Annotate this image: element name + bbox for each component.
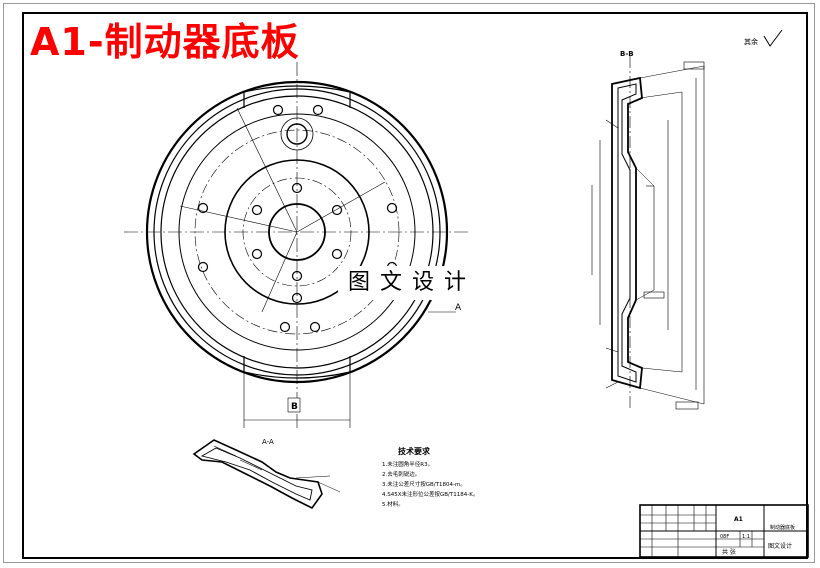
leader-line [605,119,619,129]
technical-requirements: 技术要求 1.未注圆角半径R3。 2.去毛刺锐边。 3.未注公差尺寸按GB/T1… [382,446,478,508]
detail-view-label: A-A [262,438,274,446]
hub-pitch-circle [242,177,352,287]
title-block-unit: 图文设计 [768,542,792,550]
extension-line [639,91,683,99]
surface-finish-label: 其余 [744,37,758,46]
title-block-scale: 1:1 [742,534,750,540]
section-mark-b: B [291,402,298,412]
detail-profile-inner [200,447,313,501]
tech-req-item: 3.未注公差尺寸按GB/T1804-m。 [382,480,466,488]
hub-hole [251,204,263,216]
top-hole-right [312,104,324,116]
tech-req-item: 5.材料。 [382,500,404,508]
top-pad [243,85,351,108]
leader-line [236,107,298,233]
extension-line [639,65,705,79]
drawing-title: A1-制动器底板 [30,20,300,64]
top-hole-boss [280,117,314,151]
tech-req-heading: 技术要求 [398,446,431,456]
bottom-hole-center [291,292,303,304]
outer-rim [145,80,449,384]
callout-box [675,401,699,410]
leader-line [605,381,619,389]
detail-view [192,439,341,510]
title-block-drawing-no: 制动器底板 [770,524,795,531]
side-hole-left [197,202,209,214]
detail-profile-outer [192,439,323,510]
hub-hole [291,182,303,194]
tech-req-item: 2.去毛刺锐边。 [382,470,420,478]
hub-hole [251,248,263,260]
step-circle [178,113,416,351]
section-view [591,56,705,410]
front-view [124,62,470,428]
extension-line [639,387,705,405]
hub-hole [291,270,303,282]
leader-line [179,205,298,233]
outer-rim-inner [153,88,441,376]
tech-req-item: 1.未注圆角半径R3。 [382,460,433,468]
hub-hole [331,248,343,260]
extension-line [641,367,683,373]
flange-edge [160,95,434,369]
section-mark-a: A [455,303,462,313]
top-hole-left [272,104,284,116]
top-large-hole [286,123,308,145]
watermark: 图文设计 [338,266,486,300]
leader-line [296,181,386,233]
center-bore [268,203,326,261]
leader-line [605,347,619,353]
callout-box [683,61,705,70]
detail-dim [295,475,331,479]
bottom-hole-left [279,321,291,333]
section-view-label: B-B [620,50,634,58]
bottom-pad [243,356,351,379]
bottom-hole-right [309,321,321,333]
hatch-line [213,445,237,457]
title-block-part-name: A1 [734,516,743,523]
callout-box [643,291,665,299]
hatch-line [239,459,263,471]
side-hole-left-lower [197,261,209,273]
bolt-pitch-circle [194,129,400,335]
section-mark-box [287,397,301,413]
title-block-sheet: 共 张 [722,548,736,556]
detail-dim [317,481,341,493]
extension-line [635,167,655,187]
section-profile-outer [611,76,643,390]
leader-line [261,231,298,313]
title-block [639,504,809,558]
extension-line [635,289,655,301]
sheet-outer-border [3,3,815,563]
side-hole-right [386,202,398,214]
surface-finish-icon [763,29,783,47]
drawing-frame [22,12,808,559]
title-block-material: 08F [720,534,729,540]
hub-hole [331,204,343,216]
section-profile-inner [617,83,637,383]
hub-boss [224,159,370,305]
tech-req-item: 4.S45X未注形位公差按GB/T1184-K。 [382,490,478,498]
